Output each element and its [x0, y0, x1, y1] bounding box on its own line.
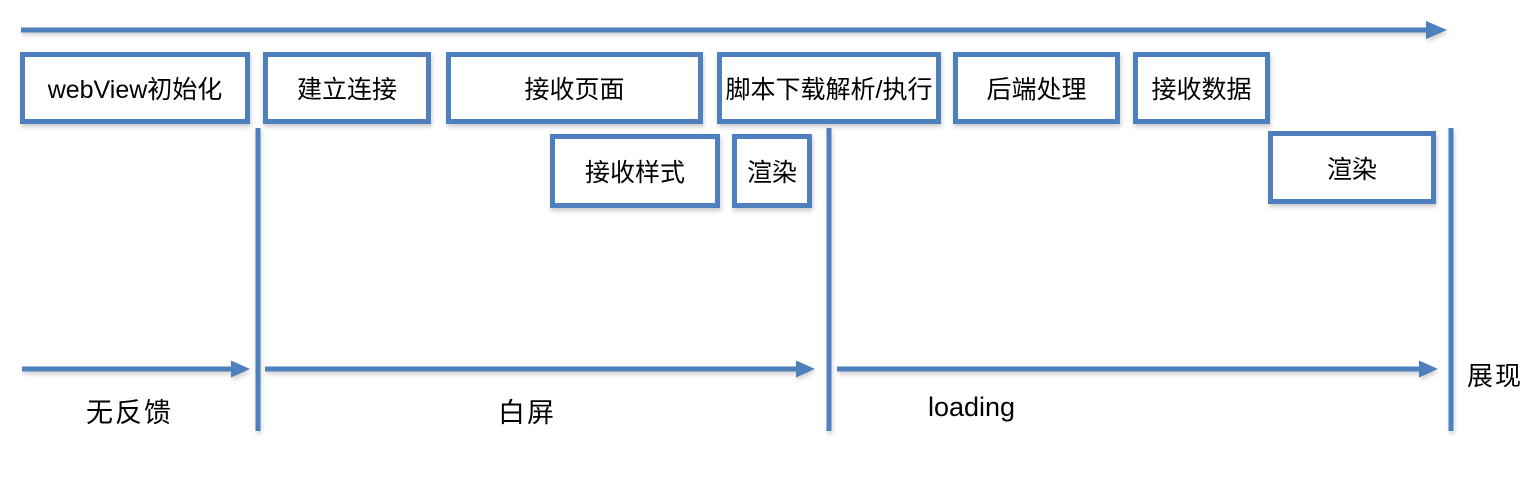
stage-box-establish-connection: 建立连接: [263, 52, 431, 124]
stage-box-receive-data: 接收数据: [1133, 52, 1270, 124]
phase-arrow-loading-head-icon: [1419, 360, 1438, 378]
stage-box-backend-processing: 后端处理: [953, 52, 1120, 124]
main-timeline-arrowhead-icon: [1426, 21, 1447, 39]
phase-label-no-feedback: 无反馈: [86, 398, 173, 428]
stage-box-script-download-parse-execute: 脚本下载解析/执行: [717, 52, 941, 124]
stage-box-webview-init: webView初始化: [20, 52, 250, 124]
stage-box-receive-page: 接收页面: [446, 52, 703, 124]
phase-arrow-no-feedback-head-icon: [231, 360, 250, 378]
phase-label-loading: loading: [928, 392, 1016, 422]
phase-arrow-whitescreen-head-icon: [796, 360, 815, 378]
end-label-display: 展现: [1467, 361, 1524, 391]
substage-box-render-2: 渲染: [1268, 131, 1436, 204]
phase-label-whitescreen: 白屏: [498, 398, 556, 428]
substage-box-receive-styles: 接收样式: [550, 134, 720, 208]
substage-box-render-1: 渲染: [732, 134, 812, 208]
